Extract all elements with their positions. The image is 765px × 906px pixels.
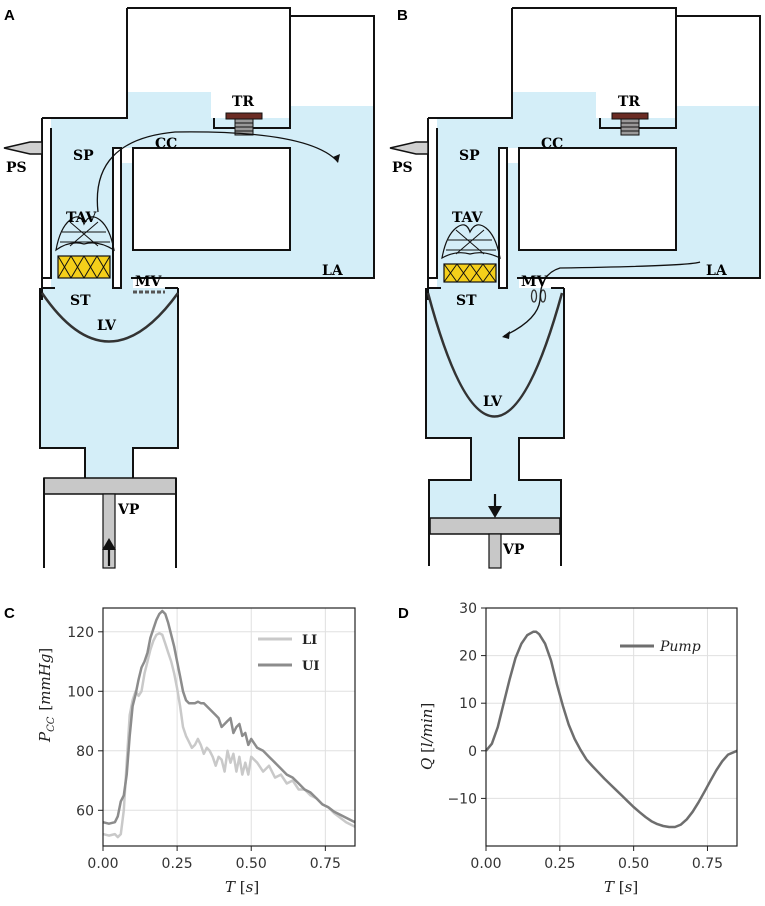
x-tick-label: 0.25 — [544, 856, 575, 872]
tav-valve-b — [441, 224, 501, 283]
label-vp-b: VP — [502, 542, 525, 558]
tr-screw-b — [611, 112, 649, 136]
panel-letter-d: D — [398, 605, 409, 622]
chart-c-xlabel: T [s] — [225, 878, 259, 896]
chart-d-ylabel: Q [l/min] — [418, 703, 436, 770]
x-tick-label: 0.50 — [618, 856, 649, 872]
chart-c-ylabel: PCC[mmHg] — [36, 648, 57, 743]
chart-c-legend: LI UI — [258, 633, 319, 674]
x-tick-label: 0.00 — [87, 856, 118, 872]
y-tick-label: 100 — [67, 684, 94, 700]
series-line-ui — [102, 609, 356, 825]
diagram-b: B — [389, 7, 761, 569]
label-cc-a: CC — [155, 136, 177, 152]
flow-arrow-a — [96, 131, 339, 213]
flow-arrow-b — [503, 261, 701, 337]
chart-d: D 0.00 0.25 0.50 0.75 −10 0 10 20 30 T [s] Q [l/… — [398, 601, 738, 896]
label-la-b: LA — [706, 263, 728, 279]
y-tick-label: 20 — [459, 649, 477, 665]
chart-c-grid — [102, 608, 355, 846]
piston-b — [429, 494, 561, 569]
fluid-b — [426, 92, 760, 518]
label-tr-b: TR — [618, 94, 640, 110]
y-tick-label: 30 — [459, 601, 477, 617]
label-tav-b: TAV — [452, 210, 483, 226]
chart-c-frame — [102, 607, 356, 847]
legend-li-label: LI — [302, 633, 317, 648]
diagram-a: A — [3, 7, 375, 569]
x-tick-label: 0.50 — [236, 856, 267, 872]
label-lv-a: LV — [97, 318, 117, 334]
label-mv-b: MV — [521, 274, 548, 290]
y-tick-label: −10 — [447, 791, 477, 807]
label-ps-a: PS — [6, 160, 27, 176]
label-st-b: ST — [456, 293, 477, 309]
chart-c: C 0.00 0.25 0.50 0.75 60 80 100 120 T [s] PCC[m… — [4, 605, 356, 896]
x-tick-label: 0.25 — [162, 856, 193, 872]
label-tr-a: TR — [232, 94, 254, 110]
series-line-li — [102, 632, 356, 839]
label-la-a: LA — [322, 263, 344, 279]
y-tick-label: 80 — [76, 744, 94, 760]
chart-d-xlabel: T [s] — [604, 878, 638, 896]
chart-d-lines — [485, 630, 738, 829]
legend-ui-label: UI — [302, 659, 319, 674]
label-sp-b: SP — [459, 148, 480, 164]
chart-c-lines — [102, 609, 356, 839]
x-tick-label: 0.00 — [470, 856, 501, 872]
chart-c-ticks: 0.00 0.25 0.50 0.75 60 80 100 120 — [67, 625, 341, 872]
label-sp-a: SP — [73, 148, 94, 164]
tr-screw-a — [225, 112, 263, 136]
tav-valve-a — [55, 216, 115, 279]
chart-d-ticks: 0.00 0.25 0.50 0.75 −10 0 10 20 30 — [447, 601, 723, 872]
x-tick-label: 0.75 — [310, 856, 341, 872]
lv-membrane-b — [426, 292, 564, 418]
label-ps-b: PS — [392, 160, 413, 176]
panel-letter-b: B — [397, 7, 408, 24]
label-vp-a: VP — [117, 502, 140, 518]
pressure-sensor-a — [3, 141, 43, 155]
label-mv-a: MV — [135, 274, 162, 290]
label-lv-b: LV — [483, 394, 503, 410]
y-tick-label: 10 — [459, 696, 477, 712]
walls-b — [425, 7, 761, 566]
walls-a — [39, 7, 375, 478]
chart-d-frame — [485, 607, 738, 847]
y-tick-label: 0 — [468, 744, 477, 760]
y-tick-label: 120 — [67, 625, 94, 641]
panel-letter-a: A — [4, 7, 15, 24]
legend-pump-label: Pump — [659, 639, 701, 655]
label-st-a: ST — [70, 293, 91, 309]
lv-membrane-a — [40, 292, 180, 343]
pressure-sensor-b — [389, 141, 429, 155]
label-cc-b: CC — [541, 136, 563, 152]
label-tav-a: TAV — [66, 210, 97, 226]
y-tick-label: 60 — [76, 803, 94, 819]
series-line-pump — [485, 630, 738, 829]
piston-a — [43, 477, 177, 569]
panel-letter-c: C — [4, 605, 15, 622]
chart-d-legend: Pump — [620, 639, 701, 655]
x-tick-label: 0.75 — [692, 856, 723, 872]
